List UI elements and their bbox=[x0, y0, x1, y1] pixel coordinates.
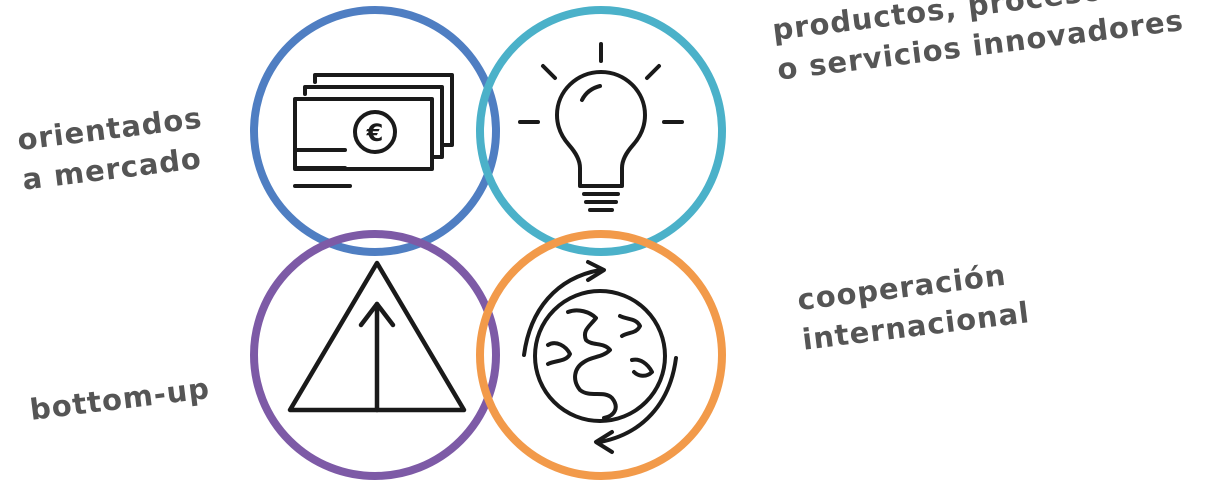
lightbulb-icon bbox=[518, 42, 684, 212]
money-euro-icon bbox=[293, 73, 454, 188]
euro-symbol: € bbox=[366, 119, 384, 147]
circle-market bbox=[250, 6, 500, 256]
globe-arrows-icon bbox=[522, 260, 678, 454]
circle-bottom-up bbox=[250, 230, 500, 480]
triangle-arrow-up-icon bbox=[287, 260, 467, 413]
circle-cooperation bbox=[476, 230, 726, 480]
circle-innovation bbox=[476, 6, 726, 256]
